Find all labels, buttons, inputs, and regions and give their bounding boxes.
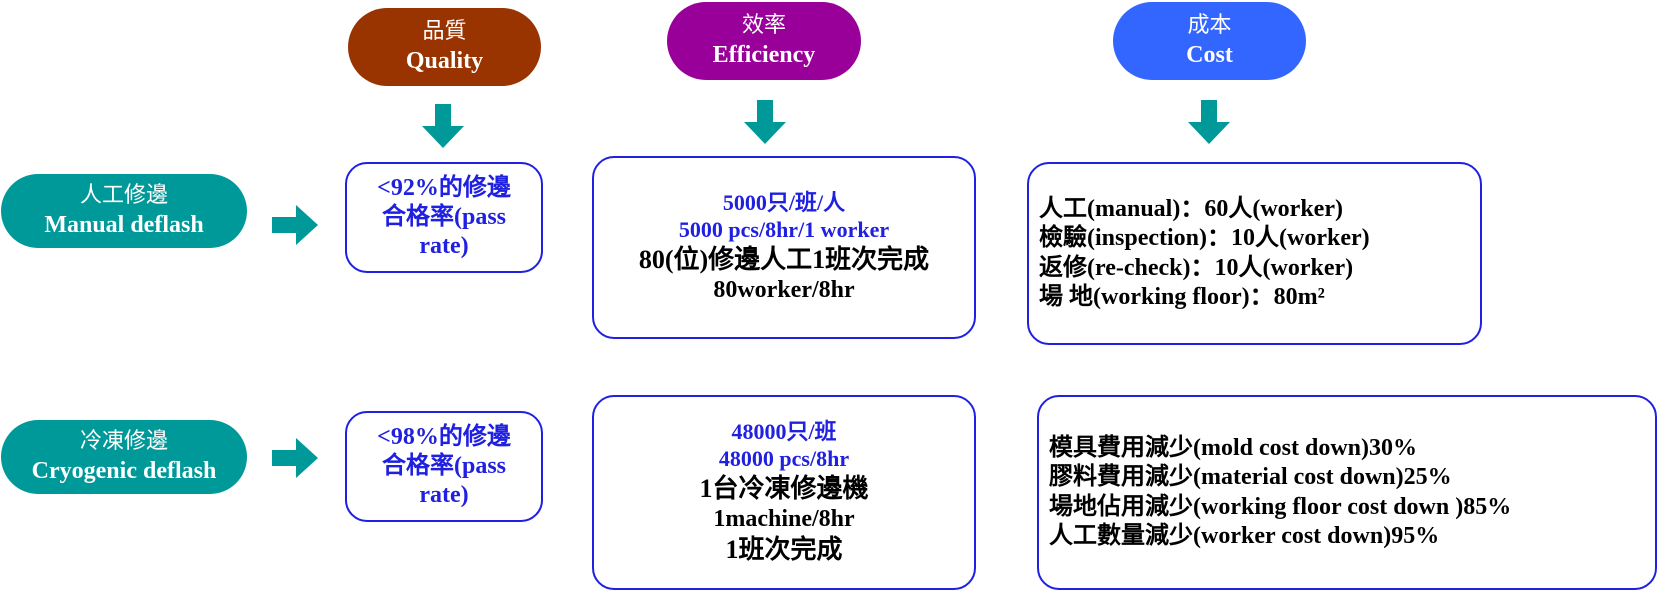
cryogenic-efficiency-line: 1machine/8hr <box>713 505 855 532</box>
manual-quality-line: 合格率(pass <box>381 203 507 230</box>
quality-header-en: Quality <box>405 47 484 74</box>
cryogenic-cost-line: 人工數量減少(worker cost down)95% <box>1049 522 1440 549</box>
cryogenic-deflash-label-zh: 冷凍修邊 <box>79 429 168 455</box>
manual-cost-line: 檢驗(inspection)：10人(worker) <box>1039 225 1370 252</box>
manual-cost-line: 人工(manual)：60人(worker) <box>1039 195 1343 222</box>
efficiency-header-zh: 效率 <box>741 13 786 39</box>
manual-quality-line: rate) <box>419 233 469 260</box>
quality-header-zh: 品質 <box>422 19 467 45</box>
cryogenic-efficiency-line: 1班次完成 <box>725 534 843 564</box>
cryogenic-efficiency-line: 48000 pcs/8hr <box>718 446 850 472</box>
cryogenic-quality-line: <98%的修邊 <box>377 423 511 450</box>
manual-quality-box: <92%的修邊 合格率(pass rate) <box>345 162 543 273</box>
cost-header-en: Cost <box>1186 41 1233 68</box>
cryogenic-cost-line: 膠料費用減少(material cost down)25% <box>1049 464 1452 491</box>
manual-efficiency-line: 5000只/班/人 <box>722 190 846 216</box>
efficiency-down-arrow-icon <box>744 100 786 144</box>
manual-cost-box: 人工(manual)：60人(worker) 檢驗(inspection)：10… <box>1027 162 1482 345</box>
manual-efficiency-line: 80worker/8hr <box>713 276 855 303</box>
manual-efficiency-box: 5000只/班/人 5000 pcs/8hr/1 worker 80(位)修邊人… <box>592 156 976 339</box>
cryogenic-deflash-label: 冷凍修邊 Cryogenic deflash <box>1 420 247 494</box>
manual-deflash-label-zh: 人工修邊 <box>79 183 168 209</box>
manual-cost-line: 返修(re-check)：10人(worker) <box>1039 254 1354 281</box>
cryogenic-deflash-label-en: Cryogenic deflash <box>31 457 217 484</box>
manual-deflash-label: 人工修邊 Manual deflash <box>1 174 247 248</box>
cryogenic-quality-line: rate) <box>419 482 469 509</box>
cryogenic-efficiency-line: 1台冷凍修邊機 <box>699 473 869 503</box>
cryogenic-cost-line: 場地佔用減少(working floor cost down )85% <box>1049 493 1512 520</box>
cryogenic-cost-box: 模具費用減少(mold cost down)30% 膠料費用減少(materia… <box>1037 395 1657 590</box>
cryogenic-efficiency-box: 48000只/班 48000 pcs/8hr 1台冷凍修邊機 1machine/… <box>592 395 976 590</box>
cryogenic-cost-line: 模具費用減少(mold cost down)30% <box>1049 434 1418 461</box>
cryogenic-efficiency-line: 48000只/班 <box>731 419 837 445</box>
cost-header-zh: 成本 <box>1187 13 1232 39</box>
efficiency-header: 效率 Efficiency <box>667 2 861 80</box>
manual-right-arrow-icon <box>272 205 318 245</box>
cost-down-arrow-icon <box>1188 100 1230 144</box>
cryogenic-quality-line: 合格率(pass <box>381 452 507 479</box>
cryogenic-right-arrow-icon <box>272 438 318 478</box>
quality-header: 品質 Quality <box>348 8 541 86</box>
manual-cost-line: 場 地(working floor)：80m² <box>1039 283 1325 310</box>
cryogenic-quality-box: <98%的修邊 合格率(pass rate) <box>345 411 543 522</box>
manual-quality-line: <92%的修邊 <box>377 174 511 201</box>
manual-efficiency-line: 80(位)修邊人工1班次完成 <box>638 244 930 274</box>
efficiency-header-en: Efficiency <box>712 41 816 68</box>
manual-deflash-label-en: Manual deflash <box>44 211 204 238</box>
cost-header: 成本 Cost <box>1113 2 1306 80</box>
manual-efficiency-line: 5000 pcs/8hr/1 worker <box>678 217 890 242</box>
quality-down-arrow-icon <box>422 104 464 148</box>
